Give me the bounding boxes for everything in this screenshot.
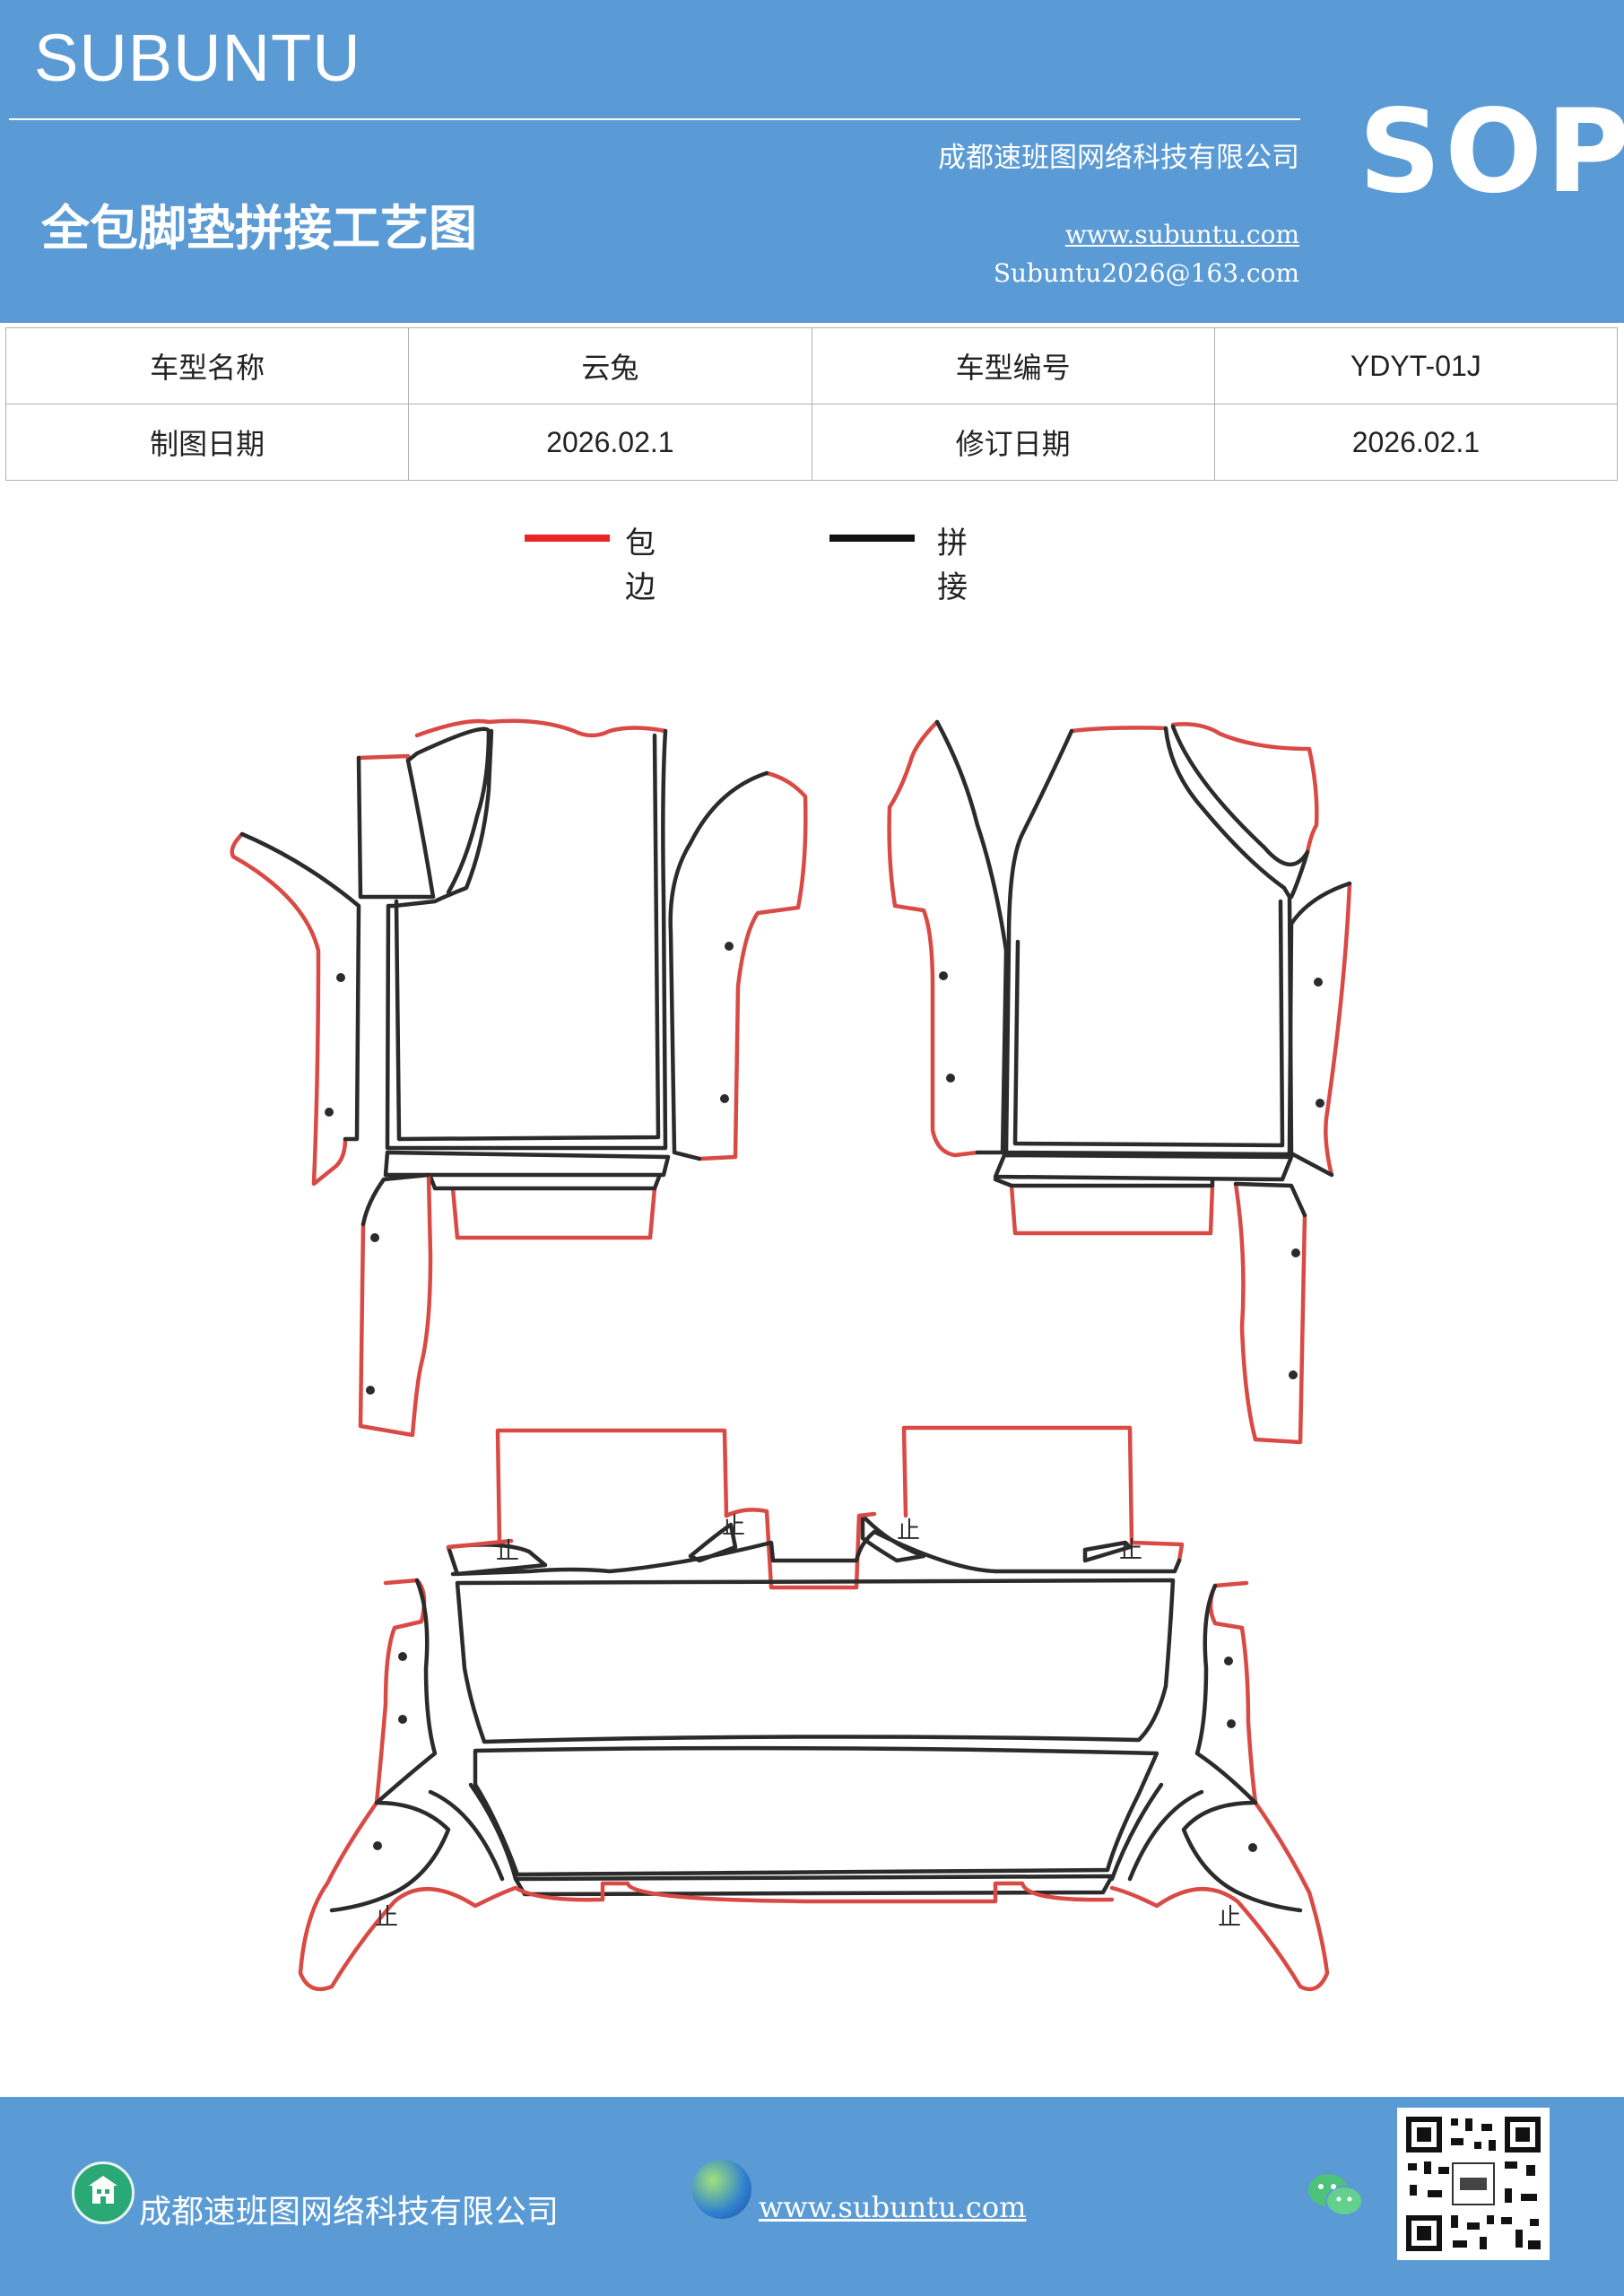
model-name-value: 云兔 [408, 327, 812, 404]
rear-top-edge [446, 1508, 1185, 1590]
front-right-lower-strip-seam [993, 1152, 1294, 1182]
rear-top-left-clip [446, 1522, 738, 1577]
draw-date-label: 制图日期 [4, 404, 410, 481]
passenger-mat-main-seam [1003, 726, 1294, 1157]
front-right-wing-seam [934, 719, 1009, 1155]
passenger-mat-inner-seam [1012, 724, 1310, 1148]
front-left-wing-edge [697, 770, 808, 1161]
driver-heel-seam [356, 726, 491, 900]
rear-top-seam [450, 1529, 1182, 1577]
front-left-lower-strip-seam [383, 1150, 671, 1178]
page-title: 全包脚垫拼接工艺图 [41, 199, 477, 257]
front-left-fixing-dots [325, 942, 734, 1395]
front-right-wing-edge [887, 719, 980, 1158]
rear-mat-set [298, 1425, 1330, 1992]
revision-date-label: 修订日期 [811, 404, 1215, 481]
rear-right-side-seam [1194, 1583, 1258, 1805]
legend-label-seam: 拼接 [937, 526, 968, 605]
rear-right-arc-edge [1109, 1800, 1330, 1992]
rear-lower-panel-seam [473, 1745, 1159, 1877]
front-left-vertical-strip-edge [358, 1172, 433, 1438]
rear-right-arc-seam [1109, 1782, 1303, 1913]
front-left-mat-set [230, 718, 808, 1438]
brand-logo-text: SUBUNTU [34, 21, 361, 95]
table-row: 制图日期 2026.02.1 修订日期 2026.02.1 [4, 404, 1619, 481]
stop-mark: 止 [1119, 1537, 1142, 1564]
rear-left-seat-block-edge [495, 1428, 729, 1545]
stop-mark: 止 [897, 1518, 920, 1544]
front-right-vertical-strip-seam [1233, 1181, 1307, 1218]
table-row: 车型名称 云兔 车型编号 YDYT-01J [4, 327, 1619, 404]
driver-heel-edge [356, 753, 411, 763]
left-curve-strip-edge [230, 831, 348, 1187]
stop-marks: 止 止 止 止 止 止 [375, 1513, 1241, 1931]
stop-mark: 止 [1218, 1904, 1241, 1931]
right-curve-strip-edge [1324, 881, 1352, 1178]
footer-company-name: 成都速班图网络科技有限公司 [139, 2194, 560, 2231]
front-right-fixing-dots [939, 971, 1324, 1379]
footer-website-link[interactable]: www.subuntu.com [759, 2190, 1027, 2224]
driver-mat-main-seam [385, 728, 668, 1151]
left-curve-strip-seam [239, 831, 361, 1142]
rear-top-right-clip [860, 1513, 1133, 1563]
front-right-mat-set [887, 719, 1352, 1445]
front-right-underseat-edge [1009, 1183, 1215, 1236]
rear-right-seat-block-edge [901, 1425, 1134, 1545]
globe-icon [692, 2160, 751, 2219]
stop-mark: 止 [722, 1513, 745, 1540]
qr-code[interactable] [1397, 2108, 1550, 2260]
wechat-icon[interactable] [1305, 2169, 1368, 2222]
edge-swatch [525, 535, 610, 542]
rear-main-panel-seam [455, 1578, 1176, 1744]
header-website-link[interactable]: www.subuntu.com [1064, 220, 1299, 249]
rear-left-arc-edge [298, 1800, 518, 1992]
front-left-wing-seam [668, 770, 769, 1161]
header-banner: SUBUNTU SOP 成都速班图网络科技有限公司 全包脚垫拼接工艺图 www.… [0, 0, 1624, 323]
right-curve-strip-seam [1287, 881, 1352, 1178]
driver-mat-inner-seam [394, 733, 661, 1142]
building-icon [72, 2161, 135, 2224]
seam-swatch [829, 535, 915, 542]
front-left-underseat-seam [428, 1174, 662, 1191]
rear-right-side-edge [1208, 1580, 1258, 1805]
rear-left-side-seam [374, 1578, 438, 1805]
front-right-vertical-strip-edge [1233, 1181, 1307, 1445]
stop-mark: 止 [496, 1538, 519, 1565]
model-code-label: 车型编号 [811, 327, 1215, 404]
rear-fixing-dots [373, 1652, 1257, 1852]
legend-label-edge: 包边 [625, 526, 656, 605]
rear-bottom-edge [513, 1881, 1115, 1904]
draw-date-value: 2026.02.1 [408, 404, 812, 481]
vehicle-info-table: 车型名称 云兔 车型编号 YDYT-01J 制图日期 2026.02.1 修订日… [4, 327, 1619, 481]
front-left-underseat-edge [450, 1186, 657, 1240]
front-right-underseat-seam [993, 1177, 1215, 1188]
rear-left-arc-seam [329, 1782, 518, 1913]
driver-mat-main-edge [414, 718, 668, 738]
front-left-vertical-strip-seam [360, 1172, 431, 1227]
sop-badge: SOP [1359, 85, 1624, 219]
header-divider [9, 118, 1300, 120]
stop-mark: 止 [375, 1904, 398, 1931]
header-email[interactable]: Subuntu2026@163.com [993, 258, 1299, 288]
model-name-label: 车型名称 [4, 327, 410, 404]
passenger-mat-main-edge [1069, 722, 1319, 855]
model-code-value: YDYT-01J [1213, 327, 1619, 404]
revision-date-value: 2026.02.1 [1213, 404, 1619, 481]
header-company-name: 成都速班图网络科技有限公司 [938, 142, 1299, 174]
